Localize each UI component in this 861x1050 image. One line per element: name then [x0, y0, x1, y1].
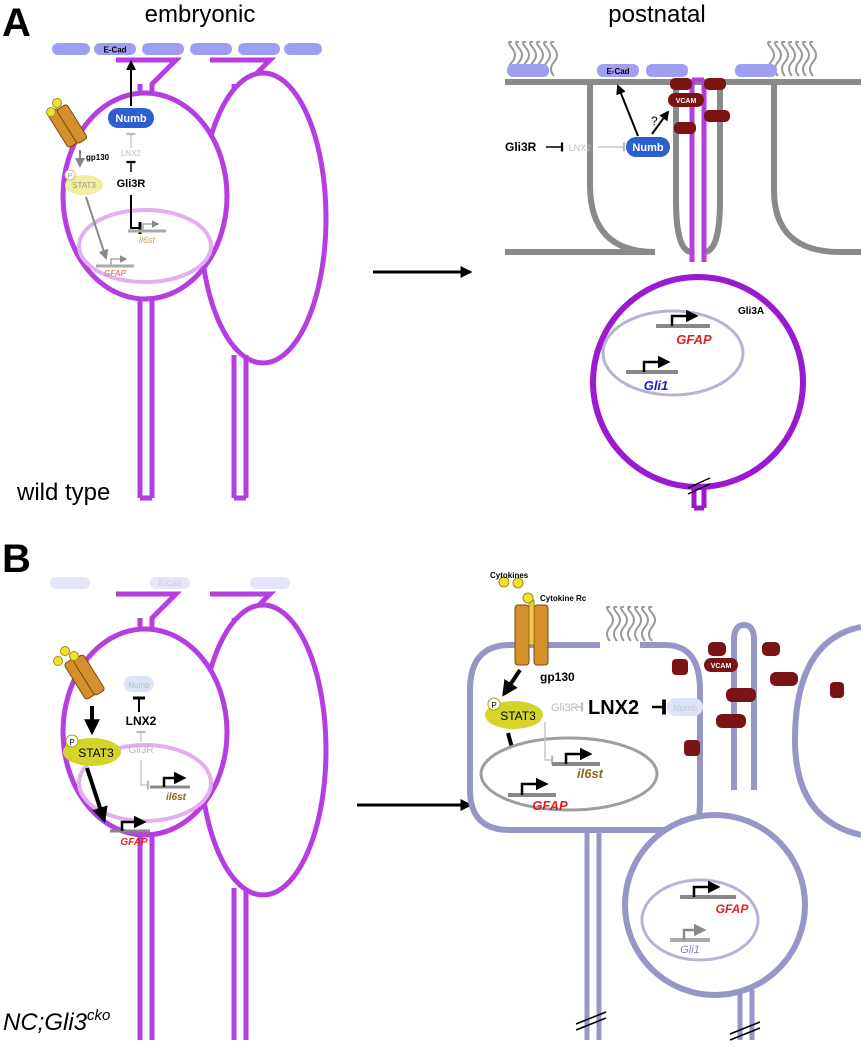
ecad-label: E-Cad: [159, 579, 182, 588]
ecad-label: E-Cad: [606, 67, 629, 76]
stat3: [63, 738, 121, 766]
ecad-blob: [284, 43, 322, 55]
panel-b: B NC;Gli3cko E-Cad: [2, 537, 861, 1041]
lnx2-label: LNX2: [569, 143, 592, 153]
stat3-label: STAT3: [78, 746, 114, 760]
embryonic-radial-glia-b: E-Cad STAT3 P: [50, 577, 329, 1040]
nucleus: [479, 736, 659, 812]
il6st-label: il6st: [139, 235, 156, 245]
vcam-pill: [668, 93, 704, 107]
gli3a-label: Gli3A: [738, 306, 764, 317]
gli3r-label: Gli3R: [505, 140, 537, 154]
phospho-label: P: [68, 173, 73, 180]
vcam-blob: [670, 78, 692, 90]
gp130-label: gp130: [86, 153, 110, 162]
ecad-blob: [735, 64, 777, 77]
panel-a: A embryonic postnatal wild type E-Cad: [2, 1, 861, 511]
ligand: [52, 98, 62, 108]
stat3: [485, 701, 543, 729]
apical-process: [731, 621, 757, 740]
ecad-blob: [597, 64, 639, 77]
ecad-label: E-Cad: [103, 46, 126, 55]
phospho-label: P: [69, 738, 74, 747]
ecad-blob: [142, 43, 184, 55]
ependymal-cell: [771, 82, 861, 255]
il6st-label: il6st: [166, 792, 187, 803]
cytokine-rc-label: Cytokine Rc: [540, 594, 587, 603]
cytokines-label: Cytokines: [490, 571, 529, 580]
numb-pill: [626, 137, 670, 157]
numb-label: Numb: [673, 703, 697, 713]
numb-pill: [108, 108, 154, 128]
genotype-label-b: NC;Gli3cko: [3, 1007, 110, 1036]
stat3-label: STAT3: [72, 181, 96, 190]
ecad-blob: [507, 64, 549, 77]
break-mark: [687, 477, 711, 489]
ligand: [60, 646, 70, 656]
vcam-pill: [704, 658, 738, 672]
postnatal-cell-a: E-Cad VCAM Gli3R LNX2 Numb ?: [505, 40, 861, 511]
postnatal-cells-b: GFAP Gli1 VCAM Cytokines Cyto: [467, 571, 861, 1041]
stat3-pale: [65, 175, 103, 195]
lnx2-label: LNX2: [121, 149, 142, 158]
neighbor-cell: [791, 624, 861, 838]
nucleus: [77, 208, 213, 284]
break-mark: [575, 1011, 607, 1025]
postnatal-label: postnatal: [608, 1, 705, 28]
ecad-blob: [646, 64, 688, 77]
embryonic-radial-glia-a: E-Cad gp130: [46, 43, 329, 501]
gfap-label: GFAP: [676, 332, 712, 347]
ecad-blob: [238, 43, 280, 55]
panel-a-letter: A: [2, 1, 31, 45]
lnx2-label: LNX2: [126, 714, 157, 728]
ecad-blob: [50, 577, 90, 589]
gli3r-label: Gli3R: [117, 178, 146, 190]
il6st-label: il6st: [577, 766, 604, 781]
numb-label: Numb: [115, 113, 146, 125]
ligand: [46, 107, 56, 117]
ligand: [498, 576, 510, 588]
ependymal-cell: [505, 82, 656, 255]
cytokine-receptor: [53, 646, 105, 700]
stat3-label: STAT3: [500, 709, 536, 723]
gp130-label: gp130: [540, 670, 575, 684]
numb-pill: [124, 676, 154, 692]
cytokine-receptor: [498, 576, 549, 666]
panel-b-letter: B: [2, 537, 31, 581]
embryonic-label: embryonic: [145, 1, 256, 28]
gli3r-label: Gli3R: [128, 745, 153, 756]
vcam-label: VCAM: [711, 663, 732, 670]
apical-endfoot: [116, 591, 183, 632]
vcam-blob: [672, 659, 688, 675]
gp130-receptor: [46, 98, 88, 148]
question-mark: ?: [651, 114, 658, 128]
nucleus: [640, 878, 760, 962]
mutant-cell-body: [467, 642, 703, 833]
ecad-blob: [52, 43, 90, 55]
vcam-label: VCAM: [676, 98, 697, 105]
gli3r-label: Gli3R: [551, 702, 579, 714]
gfap-label: GFAP: [104, 269, 126, 278]
numb-pill: [667, 698, 703, 716]
numb-label: Numb: [632, 142, 663, 154]
gli1-label: Gli1: [644, 378, 669, 393]
gli1-label: Gli1: [680, 944, 700, 956]
ecad-blob: [94, 43, 136, 55]
gfap-label: GFAP: [120, 837, 148, 848]
gfap-label: GFAP: [716, 902, 750, 916]
phospho-label: P: [491, 701, 496, 710]
numb-label: Numb: [128, 681, 150, 690]
genotype-label-a: wild type: [16, 479, 110, 506]
ecad-blob: [190, 43, 232, 55]
gfap-label: GFAP: [532, 798, 568, 813]
lnx2-label: LNX2: [588, 697, 639, 719]
